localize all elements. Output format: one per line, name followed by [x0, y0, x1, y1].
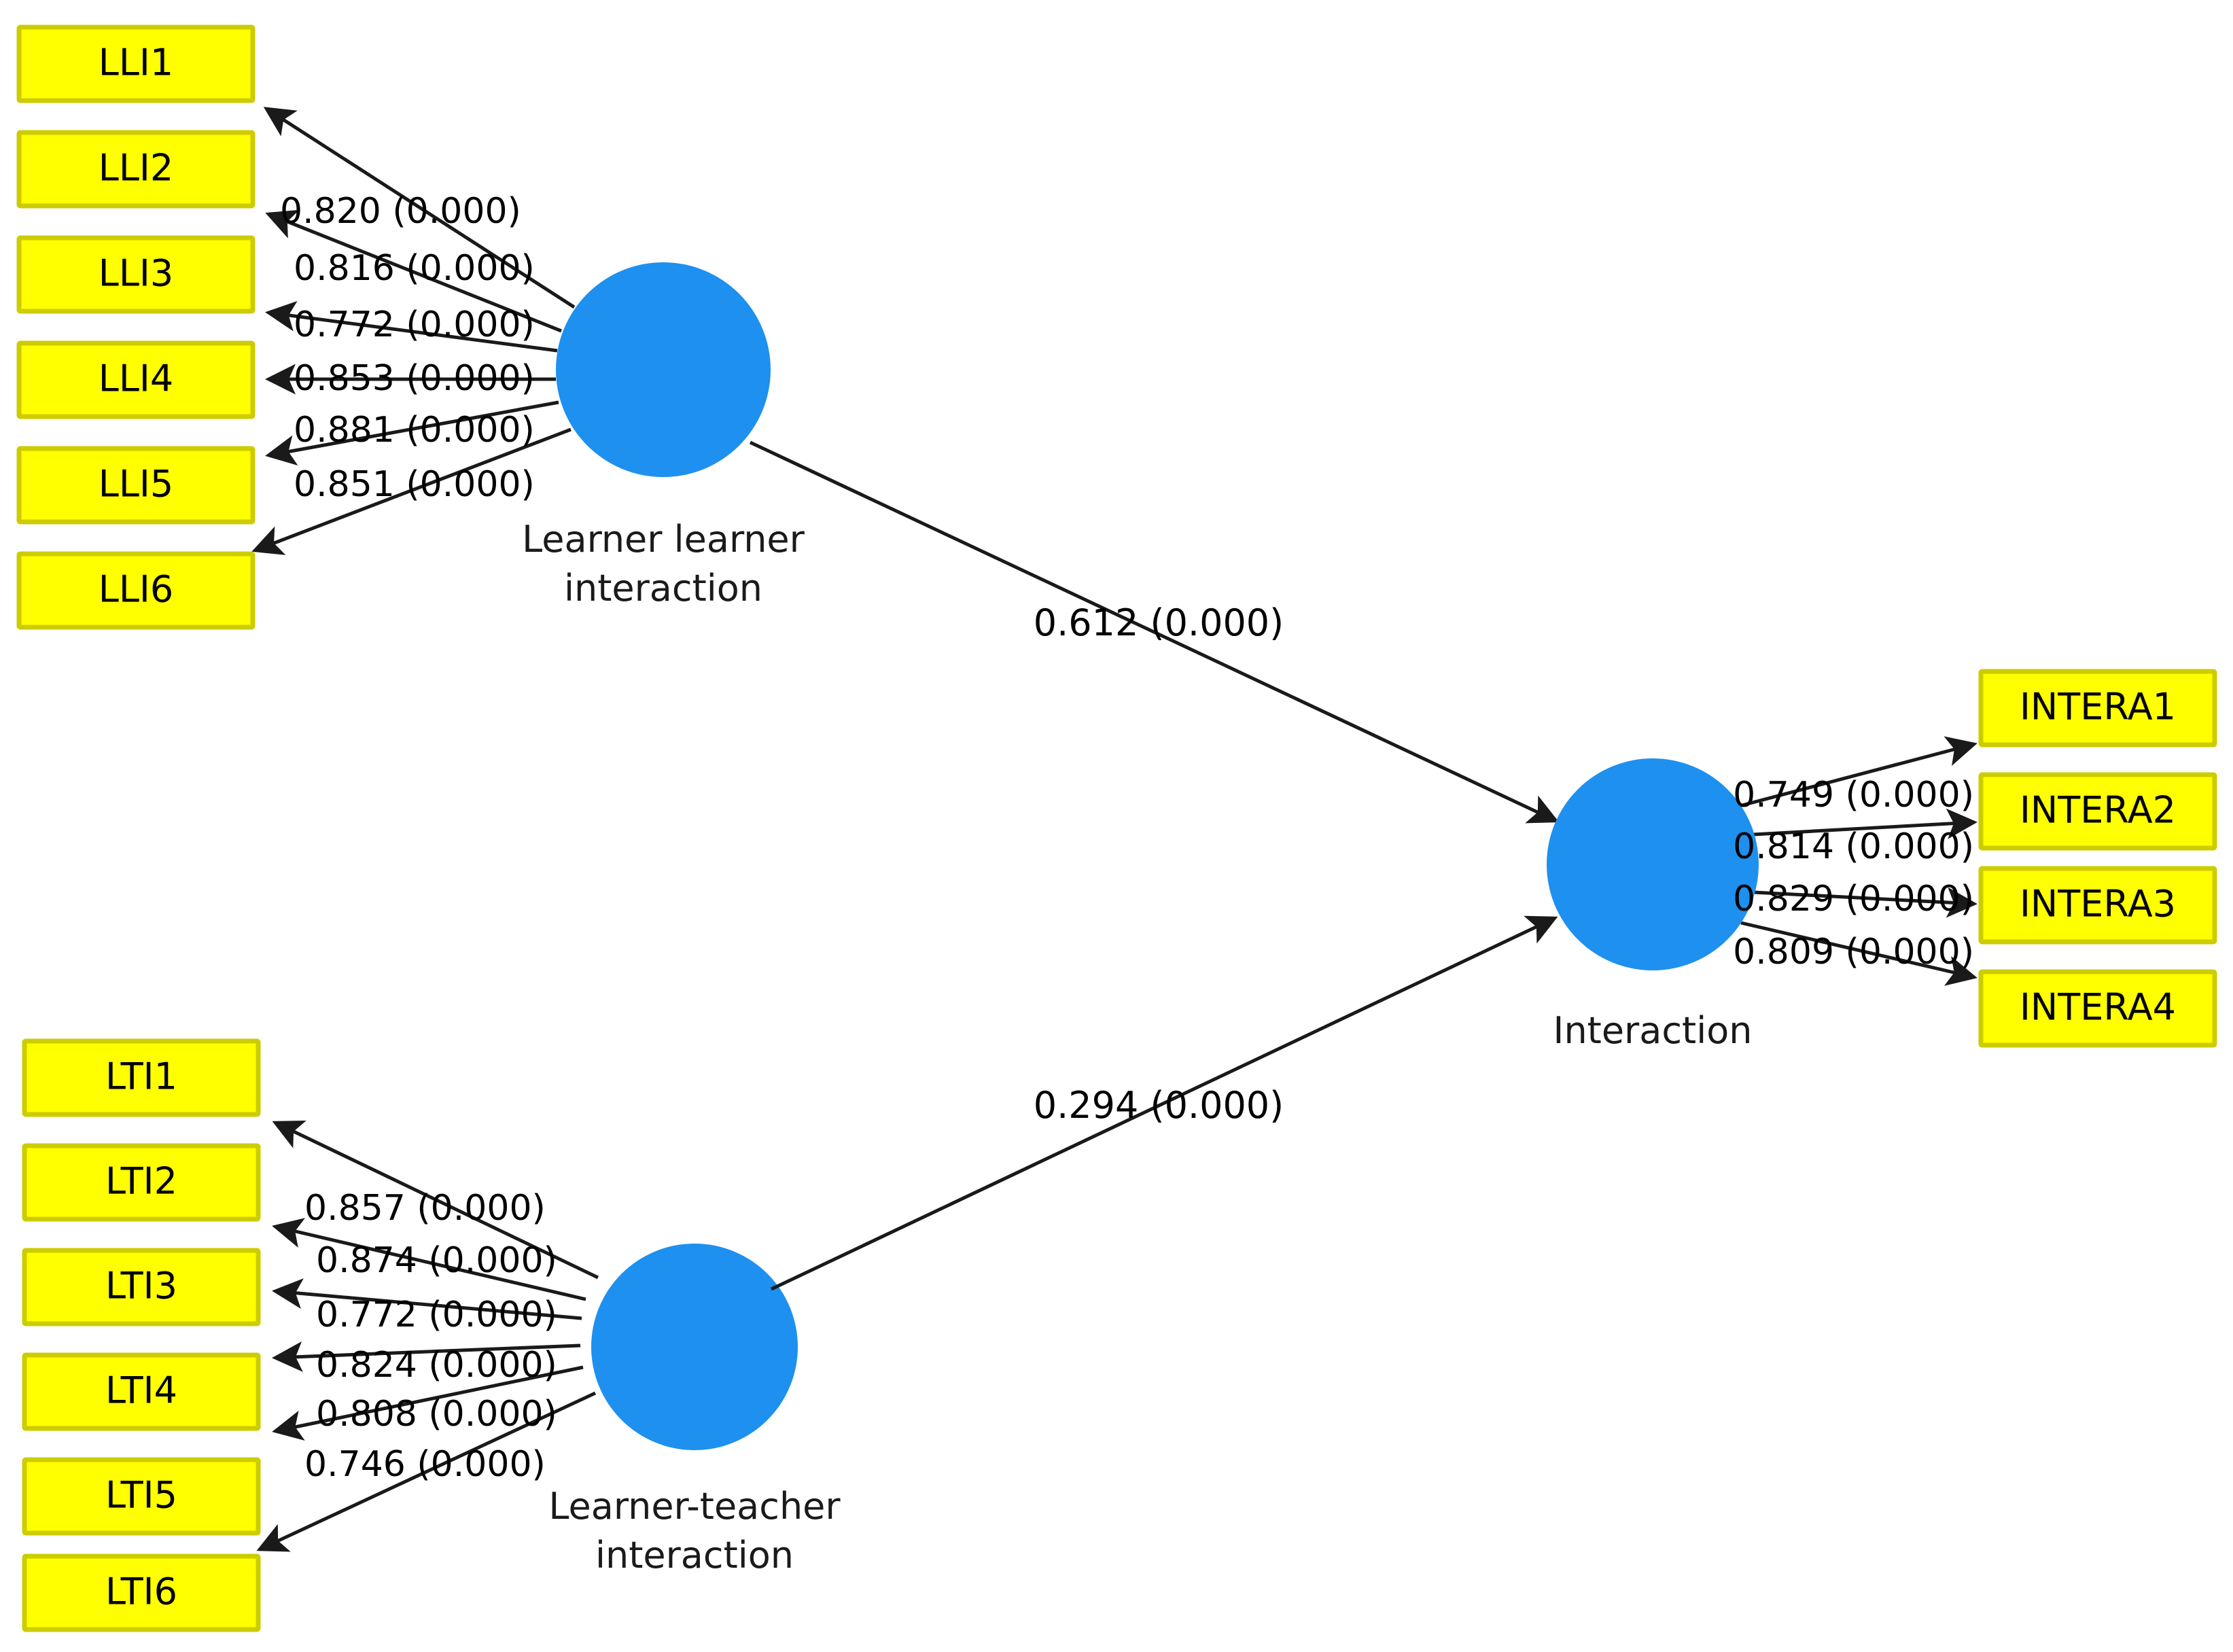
interaction-indicator-boxes: INTERA1 INTERA2 INTERA3 INTERA4: [1978, 669, 2217, 1048]
latent-node-learner-learner-interaction[interactable]: Learner learner interaction: [522, 262, 805, 610]
indicator-label: INTERA4: [2020, 986, 2176, 1029]
indicator-box-lti4[interactable]: LTI4: [22, 1352, 261, 1431]
loading-label-lti5: 0.808 (0.000): [316, 1394, 557, 1435]
loading-label-lli4: 0.853 (0.000): [294, 358, 535, 399]
arrow-interaction-intera4: [1740, 921, 1977, 986]
indicator-box-lti5[interactable]: LTI5: [22, 1457, 261, 1536]
structural-path-arrows: [749, 440, 1560, 1291]
arrow-lti-lti2: [272, 1218, 586, 1301]
indicator-box-intera1[interactable]: INTERA1: [1978, 669, 2217, 748]
indicator-box-lti3[interactable]: LTI3: [22, 1248, 261, 1326]
latent-label-line2: interaction: [564, 567, 762, 610]
arrow-interaction-intera3: [1753, 887, 1977, 918]
loading-label-lli1: 0.820 (0.000): [280, 191, 521, 232]
indicator-box-lli3[interactable]: LLI3: [16, 235, 256, 314]
loading-label-lti4: 0.824 (0.000): [316, 1345, 557, 1386]
loading-label-intera2: 0.814 (0.000): [1733, 826, 1974, 867]
loading-label-lti6: 0.746 (0.000): [304, 1444, 546, 1485]
indicator-label: LLI5: [99, 463, 173, 506]
latent-label-line1: Interaction: [1553, 1009, 1753, 1052]
arrow-lli-lli5: [265, 400, 559, 465]
latent-node-learner-teacher-interaction[interactable]: Learner-teacher interaction: [548, 1244, 841, 1577]
indicator-label: INTERA2: [2020, 789, 2176, 832]
arrow-lti-lti3: [272, 1278, 582, 1320]
loading-label-lli3: 0.772 (0.000): [294, 304, 535, 345]
arrow-lli-lli6: [251, 427, 572, 555]
loading-label-lti3: 0.772 (0.000): [316, 1295, 557, 1335]
arrow-interaction-intera2: [1753, 808, 1977, 839]
loading-label-intera4: 0.809 (0.000): [1733, 932, 1974, 972]
arrow-lli-lli3: [265, 300, 558, 353]
loading-label-lli5: 0.881 (0.000): [294, 410, 535, 451]
arrow-lli-lli1: [263, 107, 576, 309]
indicator-box-intera3[interactable]: INTERA3: [1978, 866, 2217, 945]
arrow-lti-to-interaction: [770, 915, 1558, 1291]
arrow-lti-lti4: [272, 1341, 581, 1372]
path-coefficient-lti-interaction: 0.294 (0.000): [1034, 1084, 1284, 1127]
arrow-lli-lli2: [265, 209, 562, 333]
indicator-label: LLI2: [99, 147, 173, 190]
interaction-loading-arrows: [1739, 736, 1977, 986]
lli-indicator-boxes: LLI1 LLI2 LLI3 LLI4 LLI5 LLI6: [16, 24, 256, 630]
indicator-label: LLI1: [99, 41, 173, 84]
arrow-lti-lti6: [256, 1391, 597, 1552]
lti-loading-labels: 0.857 (0.000) 0.874 (0.000) 0.772 (0.000…: [304, 1188, 557, 1485]
latent-label-line1: Learner-teacher: [548, 1485, 841, 1528]
loading-label-lti1: 0.857 (0.000): [304, 1188, 546, 1229]
arrow-lti-lti1: [272, 1121, 599, 1280]
indicator-label: LLI3: [99, 252, 173, 295]
indicator-box-lti2[interactable]: LTI2: [22, 1143, 261, 1222]
indicator-box-intera2[interactable]: INTERA2: [1978, 772, 2217, 851]
indicator-box-lli6[interactable]: LLI6: [16, 551, 256, 630]
path-coefficient-lli-interaction: 0.612 (0.000): [1034, 601, 1284, 644]
indicator-label: LTI1: [105, 1055, 177, 1098]
loading-label-lti2: 0.874 (0.000): [316, 1240, 557, 1281]
indicator-label: LTI4: [105, 1369, 177, 1412]
indicator-box-lli4[interactable]: LLI4: [16, 340, 256, 419]
indicator-label: LLI6: [99, 568, 173, 611]
arrow-interaction-intera1: [1739, 736, 1977, 808]
arrow-lli-to-interaction: [749, 440, 1560, 824]
loading-label-lli2: 0.816 (0.000): [294, 248, 535, 289]
indicator-label: INTERA1: [2020, 686, 2176, 728]
indicator-box-lti1[interactable]: LTI1: [22, 1038, 261, 1117]
indicator-label: LTI6: [105, 1570, 177, 1613]
loading-label-intera1: 0.749 (0.000): [1733, 775, 1974, 815]
indicator-box-lli1[interactable]: LLI1: [16, 24, 256, 103]
latent-label-line1: Learner learner: [522, 518, 805, 561]
latent-node-interaction[interactable]: Interaction: [1547, 758, 1759, 1052]
latent-label-line2: interaction: [595, 1534, 794, 1577]
loading-label-lli6: 0.851 (0.000): [294, 464, 535, 505]
lti-loading-arrows: [256, 1121, 599, 1552]
indicator-box-lli2[interactable]: LLI2: [16, 130, 256, 209]
interaction-loading-labels: 0.749 (0.000) 0.814 (0.000) 0.829 (0.000…: [1733, 775, 1974, 972]
lli-loading-labels: 0.820 (0.000) 0.816 (0.000) 0.772 (0.000…: [280, 191, 535, 505]
lli-loading-arrows: [251, 107, 576, 555]
indicator-box-lli5[interactable]: LLI5: [16, 446, 256, 525]
arrow-lti-lti5: [272, 1365, 584, 1441]
lti-indicator-boxes: LTI1 LTI2 LTI3 LTI4 LTI5 LTI6: [22, 1038, 261, 1632]
loading-label-intera3: 0.829 (0.000): [1733, 879, 1974, 919]
indicator-label: LTI3: [105, 1265, 177, 1307]
indicator-label: LLI4: [99, 357, 173, 400]
indicator-box-lti6[interactable]: LTI6: [22, 1553, 261, 1632]
indicator-box-intera4[interactable]: INTERA4: [1978, 969, 2217, 1048]
indicator-label: INTERA3: [2020, 883, 2176, 926]
indicator-label: LTI5: [105, 1474, 177, 1517]
indicator-label: LTI2: [105, 1160, 177, 1203]
